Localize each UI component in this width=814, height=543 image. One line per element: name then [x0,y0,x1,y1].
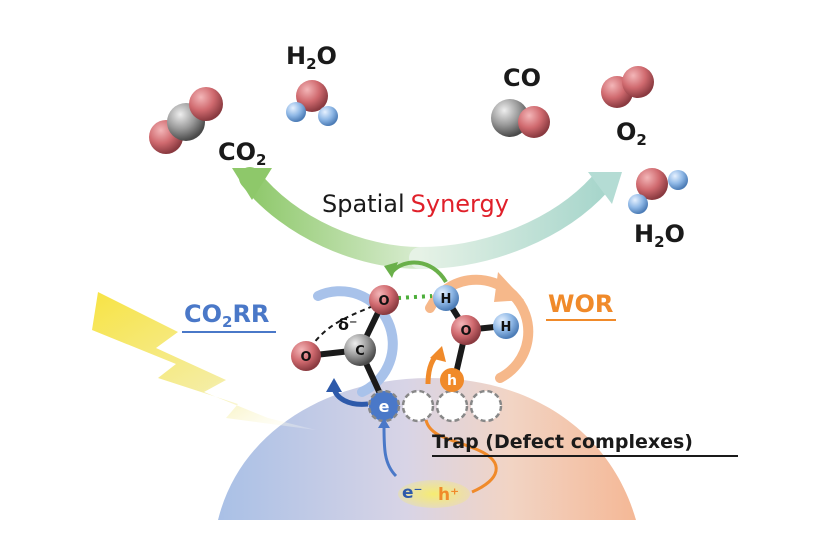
green-transfer-arrow [390,260,448,284]
svg-text:e: e [379,397,390,416]
carbon-atom [344,334,376,366]
trap-site-empty-1 [401,389,435,423]
electron-label: e⁻ [402,483,423,503]
light-bolt-icon [92,292,316,430]
trap-site-empty-2 [469,389,503,423]
synergy-arc-right [409,173,611,269]
carrier-generation-spot [398,480,470,508]
svg-text:C: C [355,344,365,359]
trap-site-electron [367,389,401,423]
wor-label: WOR [548,290,613,318]
oxygen-atom-upper [369,285,399,315]
co2-label: CO2 [218,138,266,169]
electron-arrow-to-trap [382,425,398,478]
synergy-arc-left [239,167,431,269]
delta-dash-curve [309,301,383,349]
hydrogen-bond-dots [397,294,433,300]
svg-text:O: O [378,294,389,309]
trap-site-hole [435,389,469,423]
oxygen-atom-lower [291,341,321,371]
svg-text:O: O [460,324,471,339]
h2o-product-label: H2O [634,220,685,251]
wor-cycle-arrow-head [494,272,524,302]
synergy-arrow-left-head [232,168,272,200]
synergy-arrow-right-head [588,172,622,204]
hydrogen-atom-right [493,313,519,339]
hole-arrow-head [430,346,446,362]
trap-label: Trap (Defect complexes) [432,431,693,453]
svg-text:O: O [300,350,311,365]
hole-arrow-from-bottom [424,419,498,494]
h2o-reactant-label: H2O [286,42,337,73]
o2-molecule [601,66,654,108]
hole-label: h⁺ [438,485,459,505]
electron-arrow-head [378,418,390,428]
oxygen-atom-hydroxyl [451,315,481,345]
svg-text:h: h [447,373,457,389]
co2-molecule [149,87,223,154]
svg-text:H: H [441,292,452,307]
electron-carbon-arrow-head [326,378,342,392]
co2rr-label: CO2RR [184,300,269,331]
co2rr-cycle-arrow [313,286,398,397]
h2o-reactant-molecule [286,80,338,126]
semiconductor-base [218,378,636,520]
svg-text:H: H [501,320,512,335]
hole-carrier [440,368,464,392]
green-transfer-arrow-head [384,262,398,278]
hydrogen-atom-top [433,285,459,311]
o2-label: O2 [616,118,647,149]
delta-minus-label: δ⁻ [338,315,357,334]
co-molecule [491,99,550,138]
h2o-product-molecule [628,168,688,214]
co-label: CO [503,64,541,92]
